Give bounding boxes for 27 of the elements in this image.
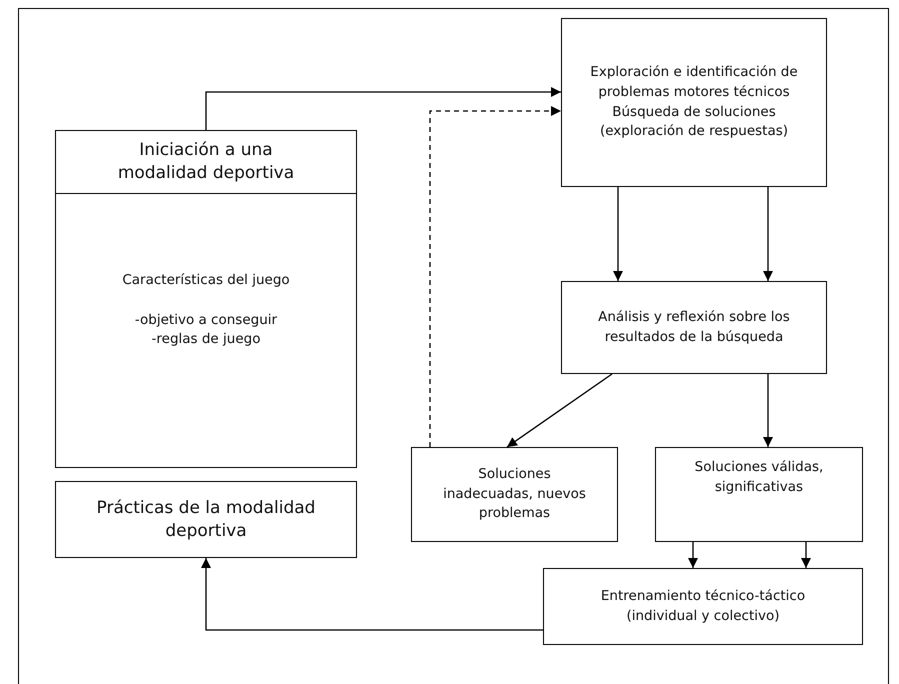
process-box xyxy=(543,568,863,645)
process-box xyxy=(55,130,357,468)
box-heading: Iniciación a una modalidad deportiva xyxy=(56,131,356,194)
box-text: Prácticas de la modalidad deportiva xyxy=(96,496,316,542)
box-text: Soluciones válidas, significativas xyxy=(694,458,824,497)
arrow xyxy=(763,187,773,281)
box-text: Entrenamiento técnico-táctico (individual y colectivo) xyxy=(600,586,806,626)
arrow xyxy=(613,187,623,281)
arrow xyxy=(688,542,698,568)
box-text: Características del juego xyxy=(122,271,290,290)
box-text: Análisis y reflexión sobre los resultados de la búsqueda xyxy=(597,308,791,346)
box-text: Exploración e identificación de problemas motores técnicos xyxy=(589,63,799,102)
process-box xyxy=(561,18,827,187)
process-box xyxy=(55,481,357,558)
arrow xyxy=(429,106,561,447)
process-box xyxy=(411,447,618,542)
box-text: Búsqueda de soluciones (exploración de respuestas) xyxy=(598,102,790,142)
arrow xyxy=(763,374,773,447)
arrow xyxy=(801,542,811,568)
process-box xyxy=(655,447,863,542)
box-text: -reglas de juego xyxy=(152,330,260,350)
arrow xyxy=(506,373,612,448)
box-text: -objetivo a conseguir xyxy=(134,310,278,330)
process-box xyxy=(561,281,827,374)
arrow xyxy=(201,558,543,631)
box-text: Soluciones inadecuadas, nuevos problemas xyxy=(442,465,587,524)
arrow xyxy=(205,87,561,130)
